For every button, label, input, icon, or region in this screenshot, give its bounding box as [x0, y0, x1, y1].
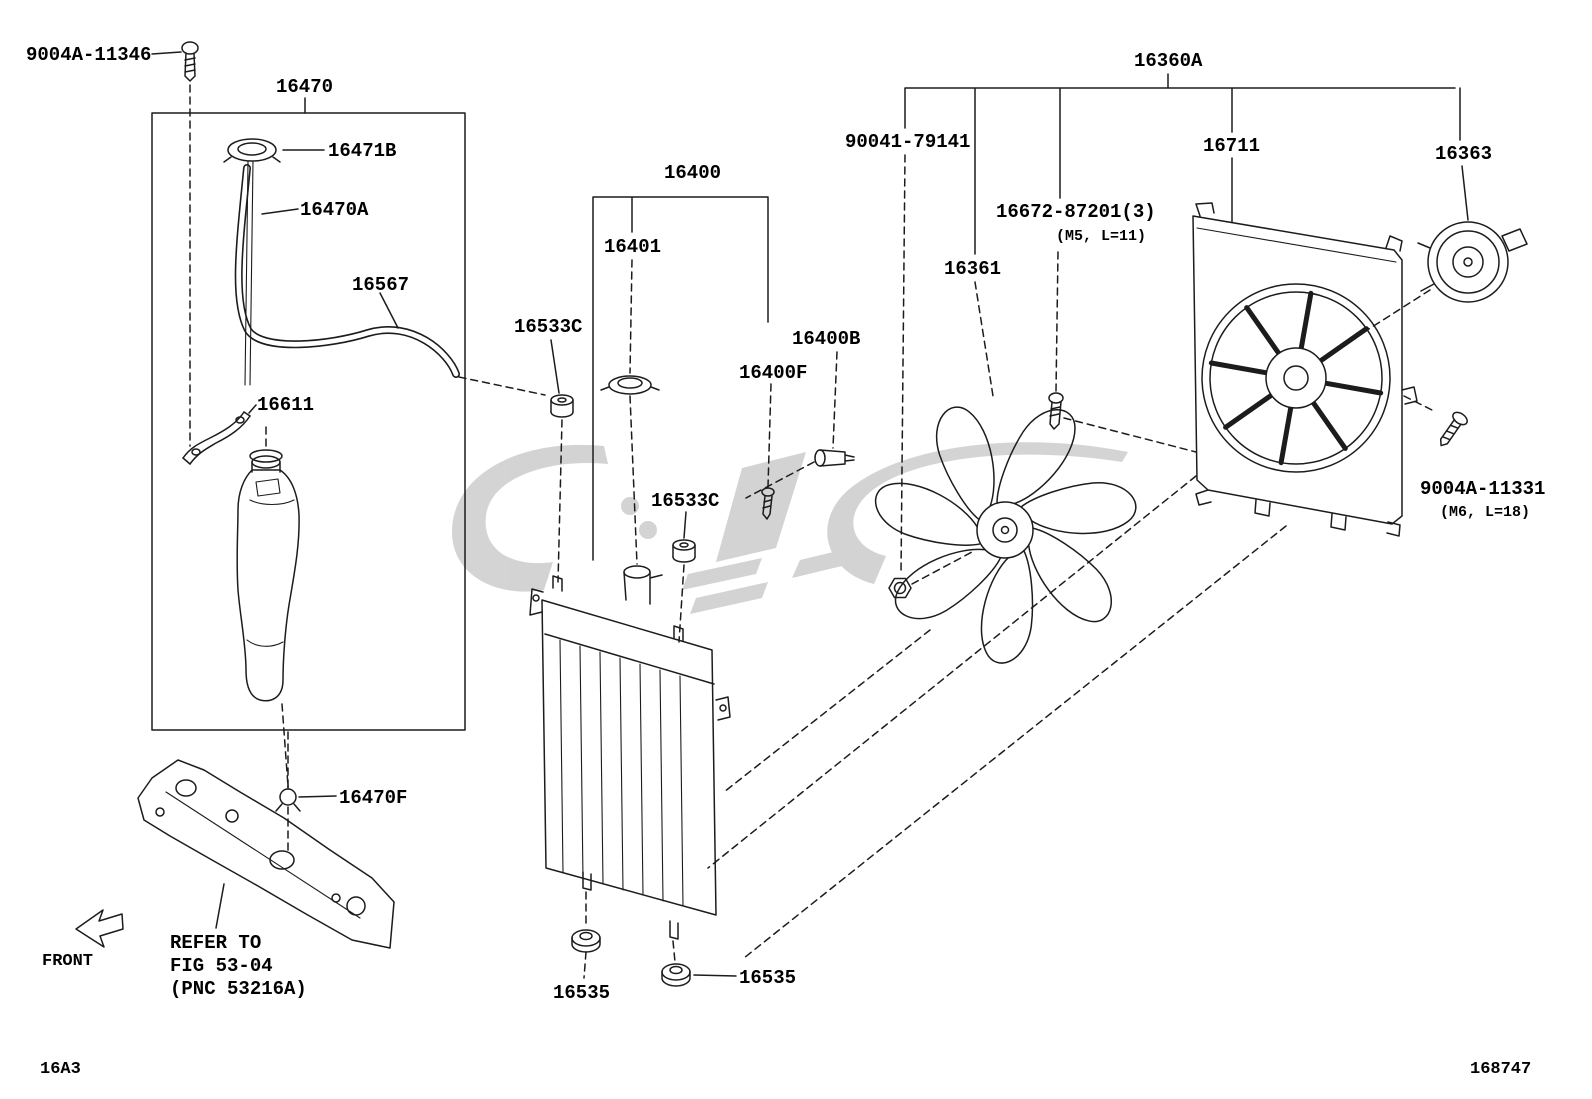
part-label-16361: 16361: [944, 258, 1002, 280]
reservoir-tank-drawing: [236, 423, 300, 787]
front-arrow: [75, 909, 124, 948]
fan-shroud-section: [707, 73, 1528, 959]
part-label-16533c-upper: 16533C: [514, 316, 583, 338]
grommet-drawing-lower: [672, 511, 696, 643]
reservoir-section: [151, 41, 546, 787]
part-label-16535-left: 16535: [553, 982, 611, 1004]
bolt-drawing-9004a-11331: [1439, 411, 1468, 447]
fan-drawing-16361: [871, 399, 1144, 670]
mount-grommet-right-drawing: [661, 940, 737, 987]
nut-alignment-line: [900, 154, 906, 575]
part-label-16401: 16401: [604, 236, 662, 258]
mount-grommet-left-drawing: [571, 891, 601, 979]
page-footer-right: 168747: [1470, 1060, 1532, 1079]
refer-note-line1: REFER TO: [170, 932, 262, 954]
crossmember-section: [75, 731, 395, 949]
part-label-16533c-lower: 16533C: [651, 490, 720, 512]
part-label-16535-right: 16535: [739, 967, 797, 989]
part-label-9004a-11331-spec: (M6, L=18): [1440, 504, 1531, 521]
watermark-logo: [452, 442, 1128, 614]
clamp-drawing-16470f: [275, 731, 337, 853]
radiator-section: [529, 196, 855, 987]
reservoir-hose-drawing: [234, 160, 546, 396]
radiator-drawing: [529, 565, 731, 940]
refer-note-line2: FIG 53-04: [170, 955, 273, 977]
part-label-16470a: 16470A: [300, 199, 369, 221]
part-label-16400b: 16400B: [792, 328, 861, 350]
part-label-16672-87201: 16672-87201(3): [996, 201, 1156, 223]
bolt-drawing-9004a-11346: [151, 41, 199, 82]
part-label-16611: 16611: [257, 394, 315, 416]
reservoir-box: [151, 112, 466, 731]
nut-drawing-90041-79141: [888, 551, 973, 599]
part-label-16400: 16400: [664, 162, 722, 184]
front-label: FRONT: [42, 952, 94, 971]
refer-note-line3: (PNC 53216A): [170, 978, 307, 1000]
fan-leader-line: [974, 281, 994, 397]
bracket-drawing-16611: [182, 404, 257, 465]
drain-cock-drawing-16400f: [761, 383, 775, 520]
part-label-16471b: 16471B: [328, 140, 397, 162]
grommet-drawing-upper: [550, 339, 574, 583]
fan-callout-bracket: [904, 73, 1469, 255]
reservoir-cap-drawing: [223, 138, 325, 163]
part-label-16672-spec: (M5, L=11): [1056, 228, 1147, 245]
part-label-9004a-11346: 9004A-11346: [26, 44, 152, 66]
plug-drawing-16400b: [745, 351, 855, 499]
part-label-16470f: 16470F: [339, 787, 408, 809]
refer-note: REFER TO FIG 53-04 (PNC 53216A): [170, 932, 307, 1001]
part-label-16711: 16711: [1203, 135, 1261, 157]
motor-drawing-16363: [1335, 221, 1528, 351]
page-footer-left: 16A3: [40, 1060, 81, 1079]
radiator-cap-drawing: [600, 259, 660, 565]
part-label-16567: 16567: [352, 274, 410, 296]
part-label-16470: 16470: [276, 76, 334, 98]
assembly-alignment-lines: [707, 475, 1287, 959]
motor-bolt-leader-line: [1403, 395, 1437, 413]
part-label-16360a: 16360A: [1134, 50, 1203, 72]
part-label-16400f: 16400F: [739, 362, 808, 384]
part-label-16363: 16363: [1435, 143, 1493, 165]
bolt-drawing-16672: [1048, 251, 1197, 453]
radiator-callout-bracket: [592, 196, 769, 561]
part-label-90041-79141: 90041-79141: [845, 131, 971, 153]
part-label-9004a-11331: 9004A-11331: [1420, 478, 1546, 500]
shroud-drawing-16711: [1192, 202, 1418, 537]
crossmember-drawing: [137, 759, 395, 949]
